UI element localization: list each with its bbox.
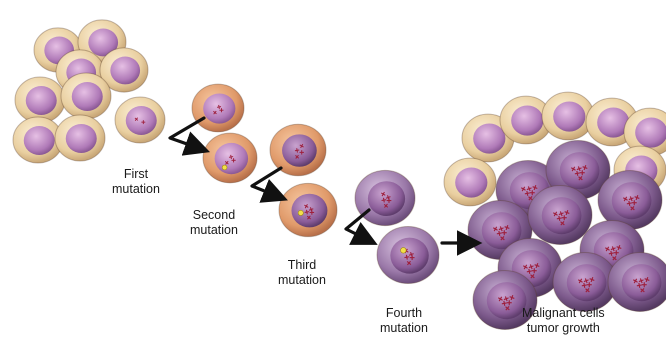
normal-cell	[61, 73, 111, 119]
mutation-marker	[401, 248, 407, 254]
dividing-cell	[203, 133, 257, 183]
division-arrow-2	[252, 168, 282, 198]
division-arrow-1	[170, 118, 204, 150]
normal-cell	[55, 115, 105, 161]
normal-cell	[15, 77, 65, 123]
third-mutation-cells	[355, 170, 439, 283]
normal-cell	[542, 92, 594, 140]
second-mutation-cells	[270, 124, 337, 236]
malignant-cell	[608, 253, 666, 312]
label-third-mutation: Third mutation	[278, 258, 326, 288]
label-second-mutation: Second mutation	[190, 208, 238, 238]
normal-cell	[444, 158, 496, 206]
label-malignant-cells: Malignant cells tumor growth	[522, 306, 605, 336]
dividing-cell	[355, 170, 415, 225]
mutation-marker	[298, 210, 303, 215]
malignant-tumor-mass	[444, 92, 666, 329]
label-fourth-mutation: Fourth mutation	[380, 306, 428, 336]
malignant-cell	[553, 253, 617, 312]
mutation-marker	[222, 165, 227, 170]
malignant-cell	[528, 186, 592, 245]
dividing-cell	[192, 84, 244, 132]
label-first-mutation: First mutation	[112, 167, 160, 197]
dividing-cell	[377, 226, 439, 283]
dividing-cell	[279, 183, 337, 236]
normal-cell-cluster	[13, 20, 165, 163]
mutated-cell	[115, 97, 165, 143]
first-mutation-cells	[192, 84, 257, 183]
